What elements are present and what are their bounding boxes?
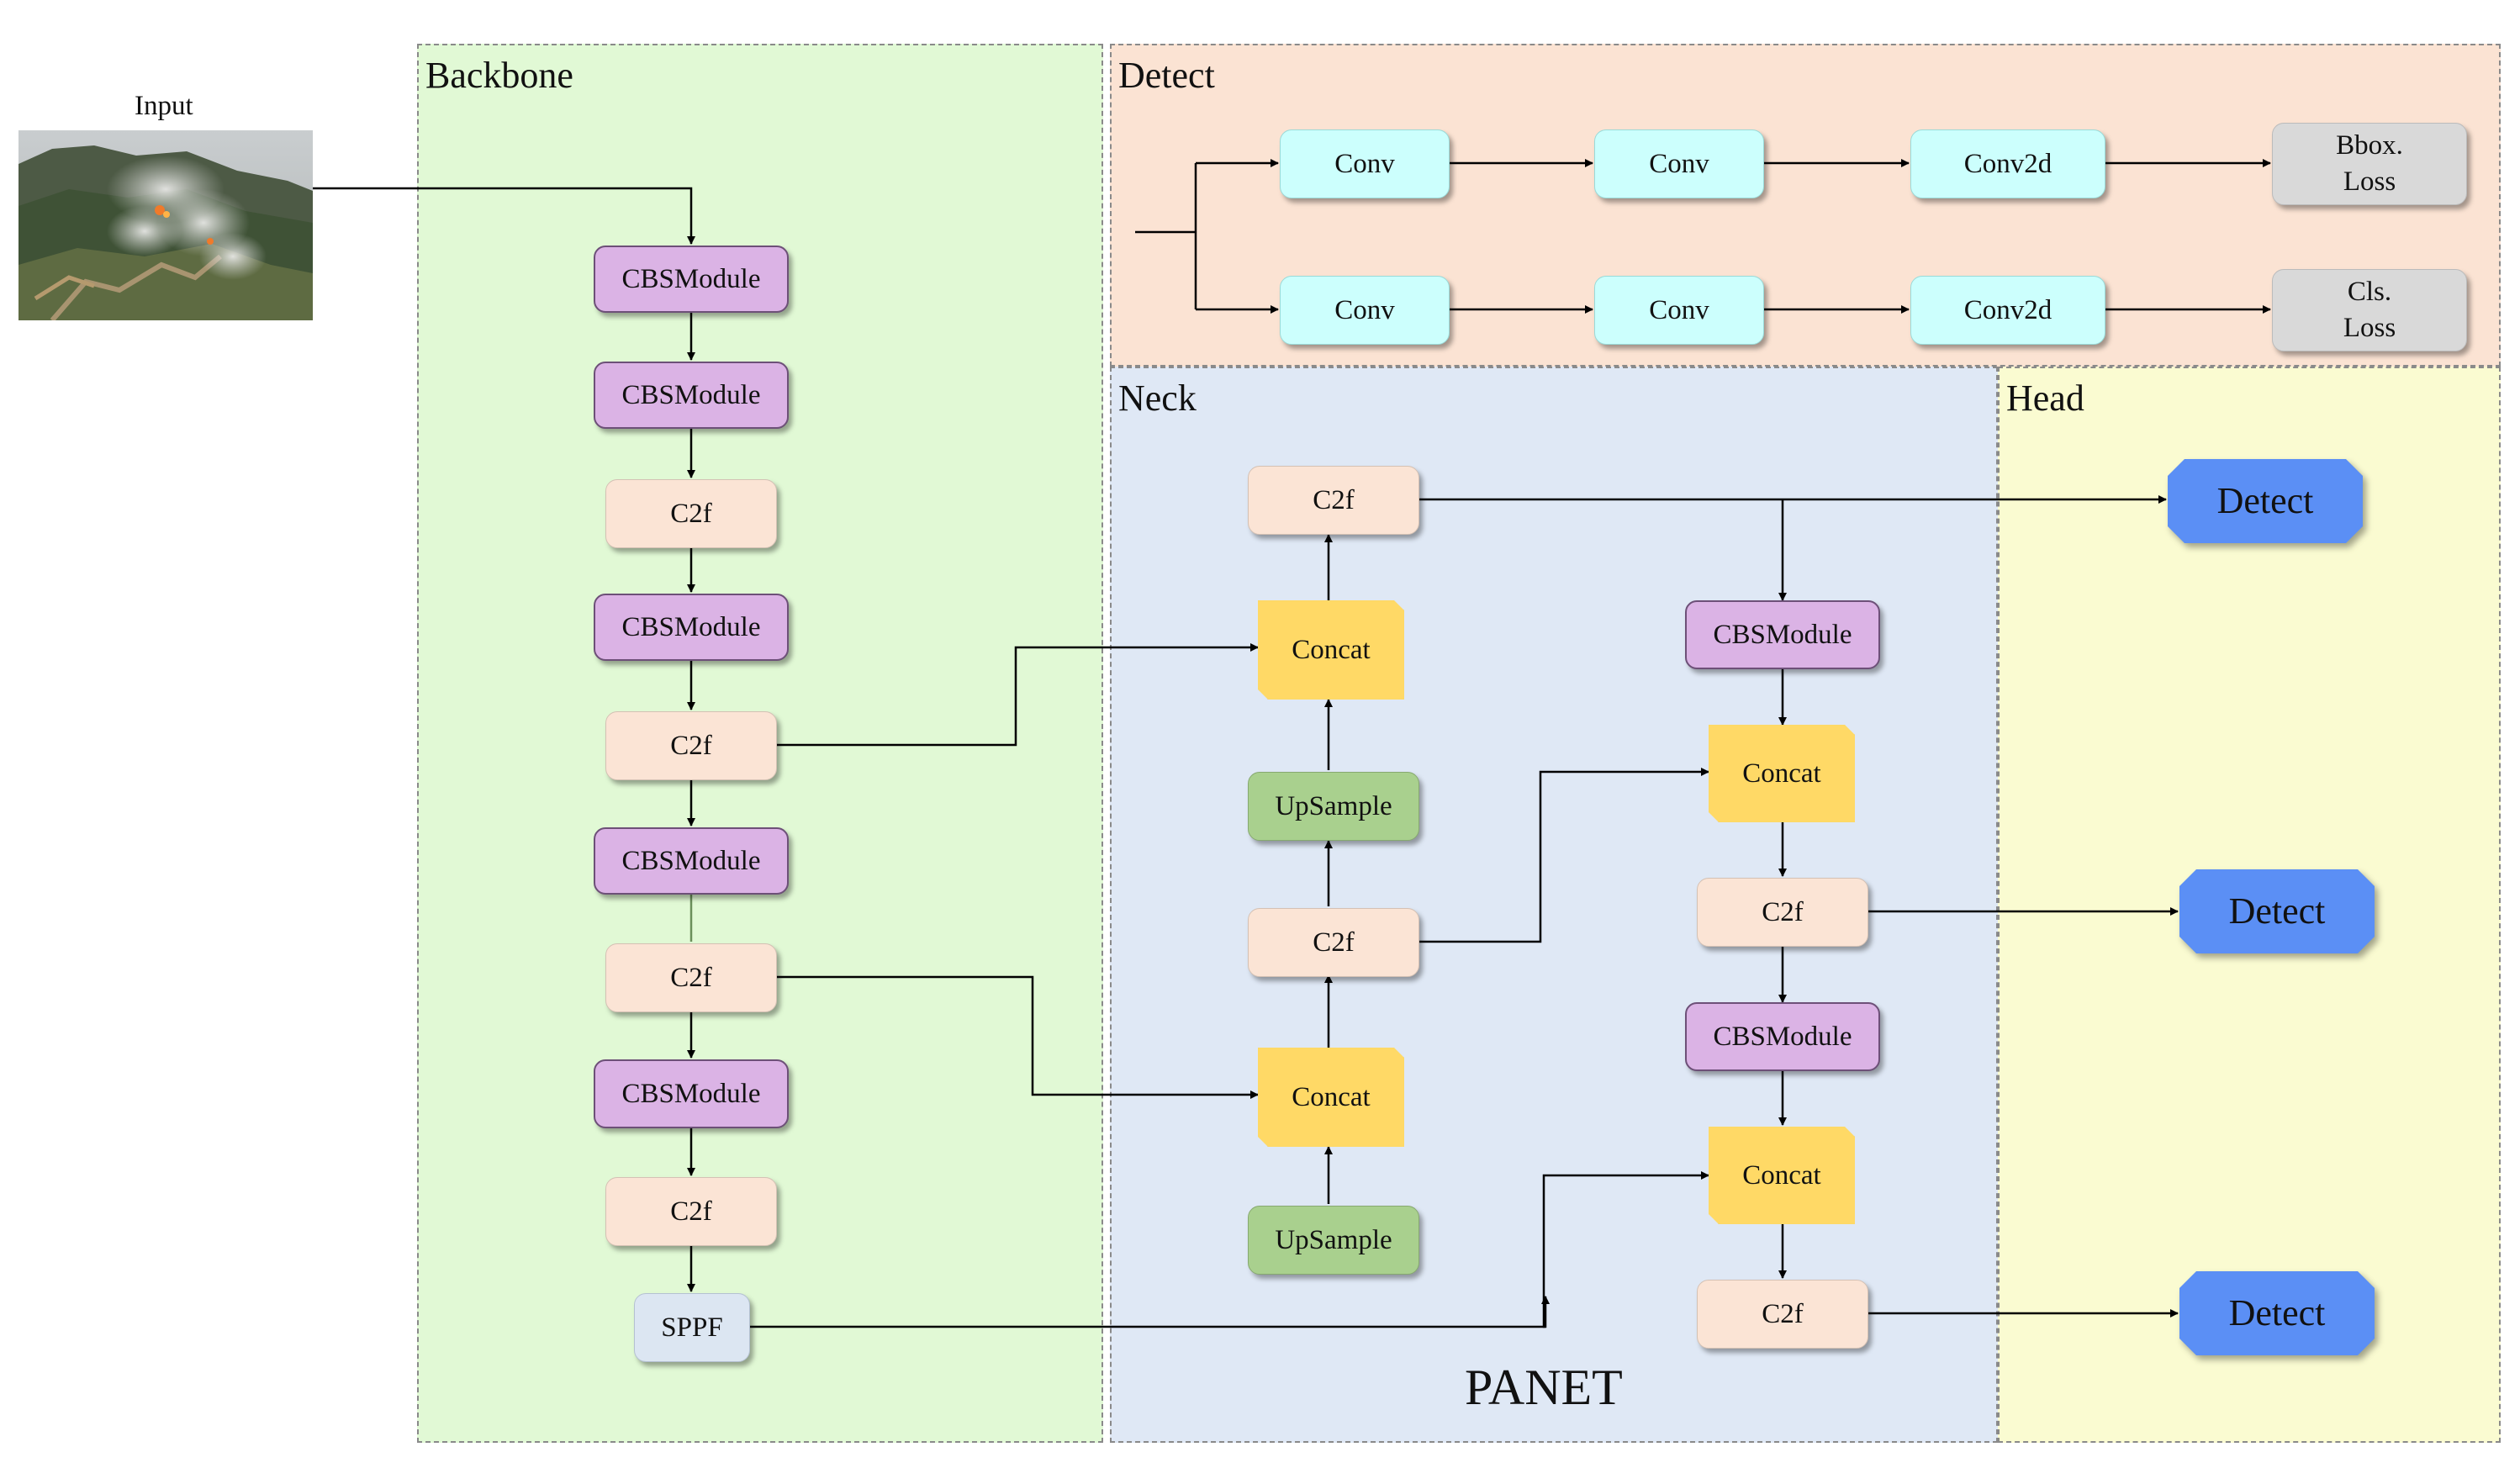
head-title: Head (2006, 378, 2084, 419)
neck-title: Neck (1118, 378, 1197, 419)
bbox-loss-line-2: Loss (2343, 166, 2396, 197)
detect-bottom-conv-1: Conv (1280, 276, 1450, 345)
backbone-cbsmodule-2: CBSModule (594, 362, 789, 429)
neck-upsample-lower: UpSample (1248, 1206, 1419, 1275)
detect-bottom-conv-2: Conv (1594, 276, 1764, 345)
detect-top-conv-2: Conv (1594, 129, 1764, 198)
detect-cls-loss: Cls. Loss (2272, 269, 2467, 351)
detect-bottom-conv2d: Conv2d (1910, 276, 2105, 345)
head-detect-1-wrap: Detect (2168, 459, 2363, 543)
backbone-c2f-4: C2f (605, 1177, 777, 1246)
neck-concat-right-upper: Concat (1709, 725, 1855, 822)
backbone-c2f-2: C2f (605, 711, 777, 780)
input-label: Input (135, 91, 193, 121)
backbone-cbsmodule-4: CBSModule (594, 827, 789, 895)
head-detect-1: Detect (2168, 459, 2363, 543)
head-detect-3-wrap: Detect (2179, 1271, 2375, 1355)
neck-cbsmodule-upper: CBSModule (1685, 600, 1880, 669)
head-detect-2-wrap: Detect (2179, 869, 2375, 953)
bbox-loss-line-1: Bbox. (2336, 130, 2403, 161)
detect-top-conv2d: Conv2d (1910, 129, 2105, 198)
backbone-cbsmodule-3: CBSModule (594, 594, 789, 661)
neck-concat-upper: Concat (1258, 600, 1404, 700)
neck-cbsmodule-lower: CBSModule (1685, 1002, 1880, 1071)
backbone-c2f-1: C2f (605, 479, 777, 548)
backbone-title: Backbone (425, 55, 573, 96)
input-image (18, 130, 313, 320)
neck-c2f-right-bottom: C2f (1697, 1280, 1868, 1349)
backbone-c2f-3: C2f (605, 943, 777, 1012)
detect-bbox-loss: Bbox. Loss (2272, 123, 2467, 205)
cls-loss-line-1: Cls. (2347, 277, 2392, 308)
head-detect-3: Detect (2179, 1271, 2375, 1355)
detect-top-conv-1: Conv (1280, 129, 1450, 198)
neck-concat-right-lower: Concat (1709, 1127, 1855, 1224)
neck-c2f-right-middle: C2f (1697, 878, 1868, 947)
head-detect-2: Detect (2179, 869, 2375, 953)
neck-c2f-top: C2f (1248, 466, 1419, 535)
panet-label: PANET (1465, 1360, 1623, 1415)
cls-loss-line-2: Loss (2343, 313, 2396, 343)
forest-fire-photo-icon (18, 130, 313, 320)
backbone-cbsmodule-1: CBSModule (594, 246, 789, 313)
backbone-cbsmodule-5: CBSModule (594, 1059, 789, 1128)
neck-c2f-middle: C2f (1248, 908, 1419, 977)
neck-concat-lower: Concat (1258, 1048, 1404, 1147)
detect-title: Detect (1118, 55, 1215, 96)
backbone-sppf: SPPF (634, 1293, 750, 1362)
neck-upsample-upper: UpSample (1248, 772, 1419, 841)
